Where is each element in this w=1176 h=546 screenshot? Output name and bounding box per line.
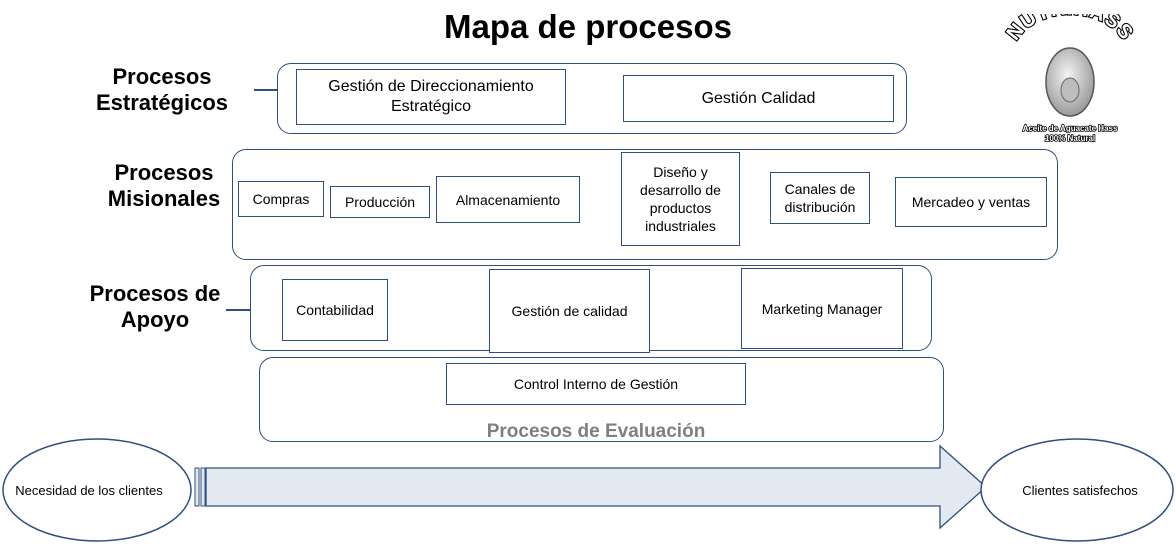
- support-connector: [226, 309, 251, 311]
- evaluation-label: Procesos de Evaluación: [486, 421, 706, 442]
- logo-tagline-1: Aceite de Aguacate Hass: [1023, 124, 1118, 133]
- support-box-gestion-calidad: Gestión de calidad: [489, 269, 650, 353]
- strategic-label: Procesos Estratégicos: [72, 64, 252, 116]
- missional-box-diseno: Diseño y desarrollo de productos industr…: [621, 152, 740, 246]
- input-ellipse-label: Necesidad de los clientes: [15, 482, 163, 498]
- strategic-label-line-2: Estratégicos: [95, 90, 229, 115]
- missional-box-almacenamiento: Almacenamiento: [436, 176, 580, 223]
- svg-text:NUTRIHASS: NUTRIHASS: [1003, 14, 1138, 44]
- evaluation-box-control-interno: Control Interno de Gestión: [446, 363, 746, 405]
- missional-label-line-1: Procesos: [114, 160, 214, 185]
- missional-box-canales: Canales de distribución: [770, 172, 870, 224]
- support-box-marketing: Marketing Manager: [741, 268, 903, 349]
- nutrihass-logo: NUTRIHASS Aceite de Aguacate Hass 100% N…: [1001, 14, 1138, 144]
- input-ellipse: [2, 438, 192, 542]
- support-label-line-2: Apoyo: [120, 307, 190, 332]
- support-label: Procesos de Apoyo: [70, 281, 240, 333]
- missional-box-produccion: Producción: [330, 186, 430, 218]
- strategic-label-line-1: Procesos: [112, 64, 212, 89]
- logo-brand-text: NUTRIHASS: [1001, 14, 1137, 46]
- missional-label: Procesos Misionales: [96, 160, 232, 212]
- flow-arrow: [194, 444, 987, 530]
- logo-tagline-2: 100% Natural: [1045, 134, 1095, 143]
- output-ellipse-label: Clientes satisfechos: [1022, 482, 1138, 498]
- missional-box-mercadeo: Mercadeo y ventas: [895, 177, 1047, 227]
- missional-box-compras: Compras: [238, 181, 324, 217]
- strategic-box-direccionamiento: Gestión de Direccionamiento Estratégico: [296, 69, 566, 125]
- page-title: Mapa de procesos: [444, 8, 732, 45]
- output-ellipse: [980, 438, 1174, 542]
- strategic-connector: [254, 89, 278, 91]
- support-box-contabilidad: Contabilidad: [282, 279, 388, 341]
- missional-label-line-2: Misionales: [107, 186, 221, 211]
- support-label-line-1: Procesos de: [89, 281, 221, 306]
- strategic-box-gestion-calidad: Gestión Calidad: [623, 75, 894, 122]
